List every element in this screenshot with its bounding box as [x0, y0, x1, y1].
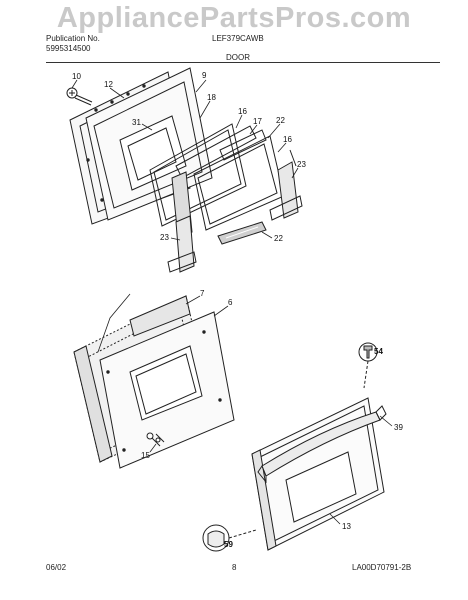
- callout-23-left: 23: [160, 233, 169, 242]
- leader-lines: [71, 79, 393, 525]
- callout-22-lower: 22: [274, 234, 283, 243]
- glass-panel-part-16-rear: [193, 135, 285, 231]
- callout-7: 7: [200, 289, 205, 298]
- door-liner-part-9: [85, 67, 213, 221]
- callout-23-right: 23: [297, 160, 306, 169]
- plug-part-59: [202, 524, 257, 552]
- callout-39: 39: [394, 423, 403, 432]
- footer-diagram-code: LA00D70791-2B: [352, 563, 412, 572]
- model-number: LEF379CAWB: [212, 34, 264, 43]
- callout-6: 6: [228, 298, 233, 307]
- screw-part-54: [358, 342, 378, 389]
- callout-13: 13: [342, 522, 351, 531]
- callout-22-upper: 22: [276, 116, 285, 125]
- inner-door-panel-part-6: [99, 311, 235, 469]
- door-handle-part-39: [257, 405, 387, 484]
- outer-door-panel-part-13: [251, 397, 385, 551]
- callout-54: 54: [374, 347, 383, 356]
- callout-31: 31: [132, 118, 141, 127]
- section-title: DOOR: [226, 53, 250, 62]
- glass-panel-part-16: [149, 123, 247, 227]
- callout-16-lower: 16: [283, 135, 292, 144]
- callout-18: 18: [207, 93, 216, 102]
- callout-59: 59: [224, 540, 233, 549]
- bottom-channel-part-22: [217, 221, 267, 245]
- screw-part-10: [66, 87, 93, 106]
- callout-15: 15: [141, 451, 150, 460]
- callout-17: 17: [253, 117, 262, 126]
- watermark: AppliancePartsPros.com: [56, 2, 412, 34]
- callout-labels: 10 12 9 18 31 16 17 22 16 23 23 22 7 6 5…: [72, 71, 403, 549]
- publication-label: Publication No.: [46, 34, 100, 43]
- callout-10: 10: [72, 72, 81, 81]
- callout-12: 12: [104, 80, 113, 89]
- callout-16-upper: 16: [238, 107, 247, 116]
- screw-part-15: [151, 433, 165, 447]
- footer-page: 8: [232, 563, 237, 572]
- callout-9: 9: [202, 71, 207, 80]
- hinge-part-23-left: [167, 215, 197, 273]
- header-rule: [46, 62, 440, 63]
- publication-number: 5995314500: [46, 44, 91, 53]
- footer-date: 06/02: [46, 563, 67, 572]
